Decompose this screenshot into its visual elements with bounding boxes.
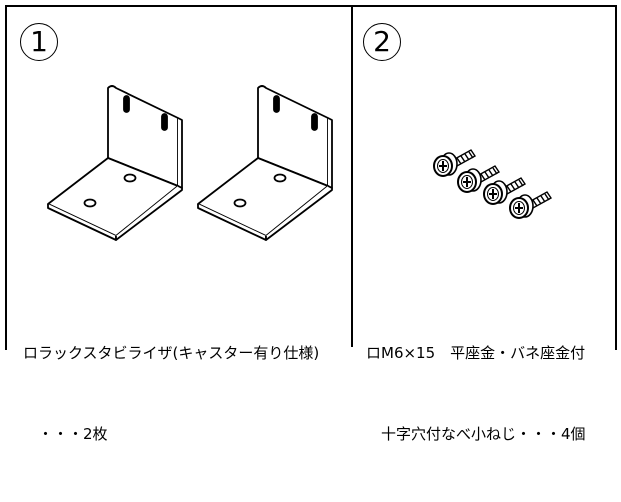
item-1-caption-line1: ロラックスタビライザ(キャスター有り仕様): [23, 344, 320, 362]
item-2-number-badge: 2: [363, 23, 401, 61]
column-divider: [351, 5, 353, 347]
parts-table-frame: [5, 5, 617, 350]
item-1-caption-line2: ・・・2枚: [23, 425, 108, 443]
item-1-caption: ロラックスタビライザ(キャスター有り仕様) ・・・2枚: [23, 286, 319, 502]
stabilizer-bracket-illustration: [47, 85, 333, 241]
item-2-caption-line2: 十字穴付なべ小ねじ・・・4個: [366, 425, 586, 443]
item-1-number-badge: 1: [20, 23, 58, 61]
parts-sheet: 1: [5, 5, 617, 443]
item-2-caption-line1: ロM6×15 平座金・バネ座金付: [366, 344, 586, 362]
screw-4-icon: [509, 191, 552, 219]
screw-set-illustration: [433, 149, 552, 219]
item-2-caption: ロM6×15 平座金・バネ座金付 十字穴付なべ小ねじ・・・4個: [366, 286, 586, 502]
bracket-right-icon: [197, 85, 333, 241]
bracket-left-icon: [47, 85, 183, 241]
